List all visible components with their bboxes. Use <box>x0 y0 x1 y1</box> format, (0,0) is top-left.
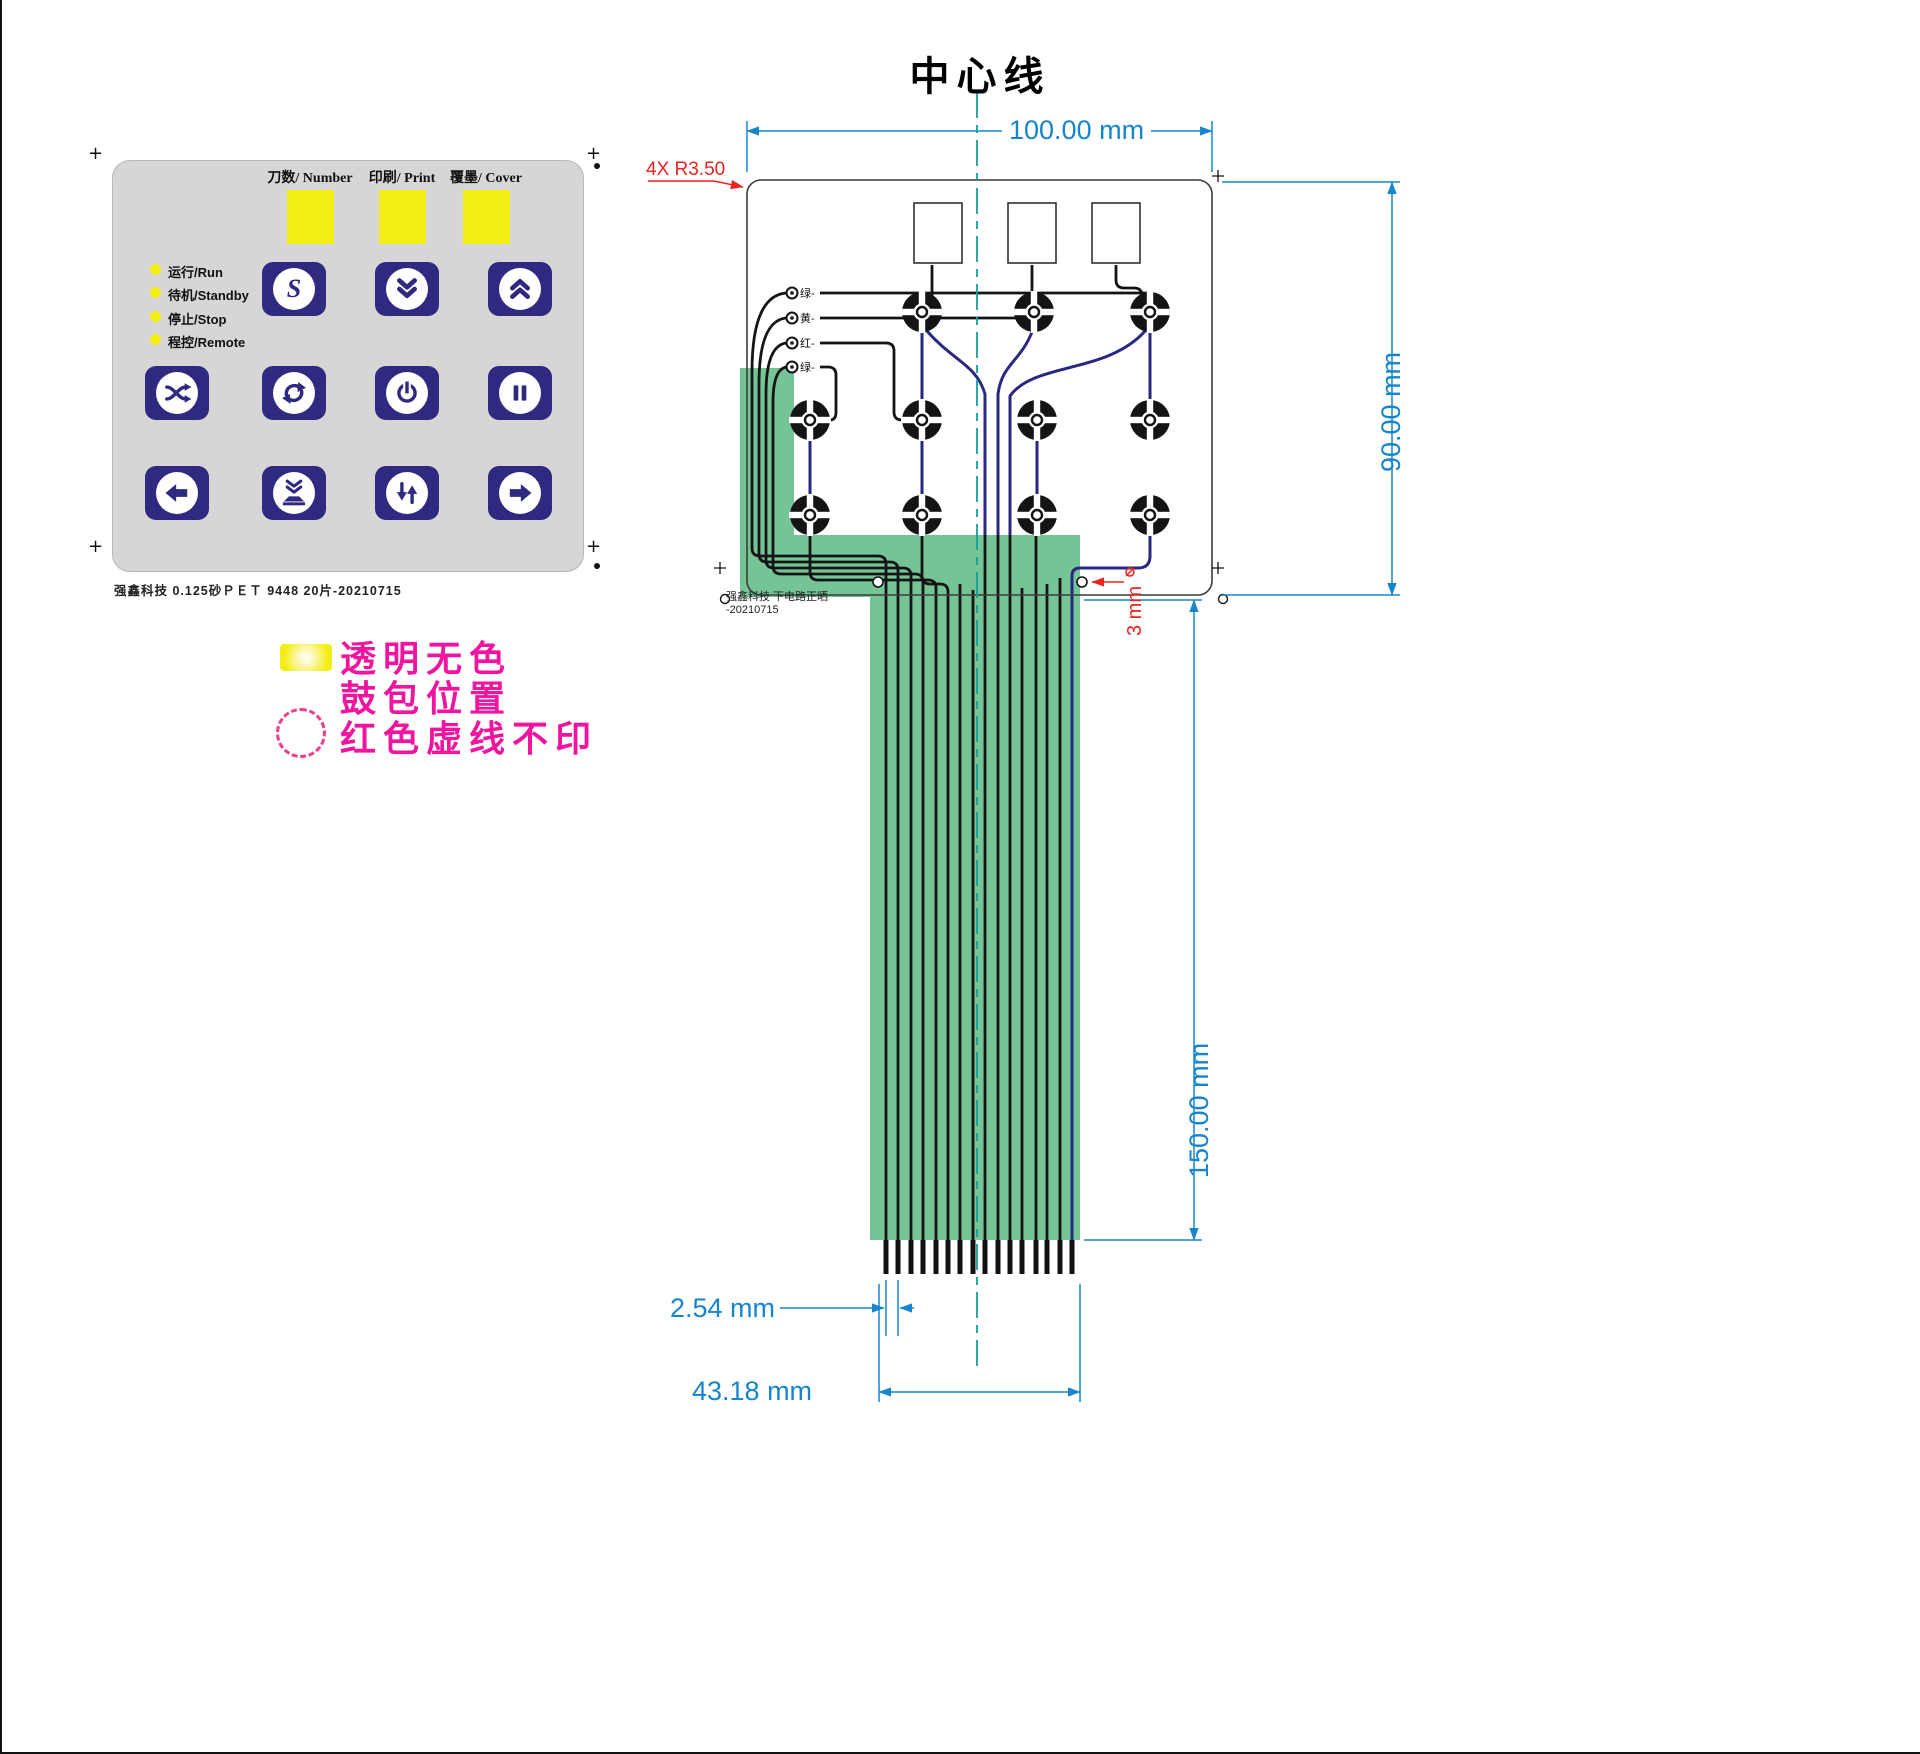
s-icon: S <box>286 274 302 303</box>
pause-icon <box>513 385 527 401</box>
crosshair-mark: + <box>88 143 104 164</box>
rotate-icon <box>282 381 306 405</box>
legend-line3: 红色虚线不印 <box>340 718 599 759</box>
dim-connector-label: 43.18 mm <box>692 1376 813 1406</box>
circuit-footer-line1: 强鑫科技 下电路正晒 <box>726 591 829 603</box>
up-down-arrows-icon <box>396 481 418 505</box>
scroll-up-button <box>488 262 552 316</box>
wire-labels: 绿- 黄- 红- 绿- <box>800 286 815 374</box>
display-window-number <box>287 190 334 244</box>
dim-hole-label: 3 mm <box>1124 586 1146 636</box>
traces-black <box>750 265 1152 1272</box>
traces-navy <box>808 329 1152 1272</box>
scroll-down-button <box>375 262 439 316</box>
keypad-footer-text: 强鑫科技 0.125砂ＰＥＴ 9448 20片-20210715 <box>114 584 402 598</box>
window-label-print: 印刷/ Print <box>368 171 436 186</box>
right-arrow-icon <box>509 484 532 502</box>
s-button: S <box>262 262 326 316</box>
press-icon <box>282 479 306 506</box>
left-arrow-icon <box>165 484 188 502</box>
wire-label-yellow: 黄- <box>800 311 815 325</box>
dim-corner-radius-label: 4X R3.50 <box>646 159 726 180</box>
wire-label-red: 红- <box>800 337 815 350</box>
pause-button <box>488 366 552 420</box>
left-arrow-button <box>145 466 209 520</box>
wire-label-green1: 绿- <box>800 286 815 300</box>
s-button-disc: S <box>273 268 315 310</box>
circuit-panel-outline <box>746 179 1213 596</box>
press-button <box>262 466 326 520</box>
legend-line2: 鼓包位置 <box>340 678 513 719</box>
wire-label-green2: 绿- <box>800 360 815 374</box>
led-remote <box>150 334 161 345</box>
legend-line1: 透明无色 <box>340 638 513 679</box>
led-standby <box>150 287 161 298</box>
crosshair-mark: + <box>586 536 602 557</box>
window-label-cover: 覆墨/ Cover <box>450 171 522 186</box>
connector-fingers <box>883 1240 1075 1274</box>
double-chevron-down-icon <box>397 278 417 299</box>
circuit-panel-fill <box>747 180 1212 595</box>
dim-height-label: 90.00 mm <box>1376 351 1406 472</box>
legend-yellow-swatch <box>280 644 332 671</box>
shuffle-button <box>145 366 209 420</box>
led-window-squares <box>913 202 1141 264</box>
crosshair-mark: + <box>586 143 602 164</box>
crosshair-mark: + <box>88 536 104 557</box>
led-label-stop: 停止/Stop <box>168 312 227 327</box>
led-label-run: 运行/Run <box>168 265 223 280</box>
led-stop <box>150 311 161 322</box>
led-label-remote: 程控/Remote <box>168 335 246 350</box>
window-label-number: 刀数/ Number <box>267 171 353 186</box>
display-window-cover <box>463 190 510 244</box>
circuit-footer-line2: -20210715 <box>726 604 779 616</box>
up-down-button <box>375 466 439 520</box>
registration-dot <box>594 563 600 569</box>
legend-dashed-circle <box>276 708 326 758</box>
dim-pitch-label: 2.54 mm <box>670 1293 776 1323</box>
dim-tail-label: 150.00 mm <box>1184 1042 1214 1178</box>
center-line-title: 中心线 <box>909 55 1051 99</box>
display-window-print <box>379 190 426 244</box>
power-button <box>375 366 439 420</box>
red-annotations <box>648 179 1135 587</box>
double-chevron-up-icon <box>510 279 530 299</box>
shuffle-icon <box>165 383 192 403</box>
registration-dot <box>594 163 600 169</box>
dim-width-label: 100.00 mm <box>1002 115 1152 146</box>
rotate-button <box>262 366 326 420</box>
led-run <box>150 264 161 275</box>
power-icon <box>397 381 417 403</box>
right-arrow-button <box>488 466 552 520</box>
registration-marks <box>714 170 1229 605</box>
led-label-standby: 待机/Standby <box>168 288 249 303</box>
